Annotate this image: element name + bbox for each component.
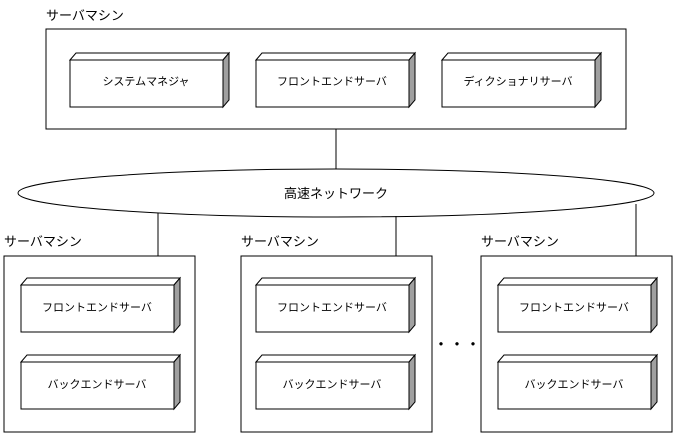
lower-component-frontend-server: フロントエンドサーバ: [254, 276, 417, 334]
lower-component-label: フロントエンドサーバ: [42, 301, 152, 314]
lower-component-label: バックエンドサーバ: [283, 378, 382, 391]
lower-component-label: バックエンドサーバ: [525, 378, 624, 391]
lower-component-backend-server: バックエンドサーバ: [254, 353, 417, 411]
top-component-frontend-server: フロントエンドサーバ: [254, 51, 417, 109]
ellipsis: ・・・: [433, 335, 481, 354]
top-component-label: フロントエンドサーバ: [277, 75, 387, 88]
high-speed-network: [17, 168, 655, 218]
lower-machine-label: サーバマシン: [241, 235, 319, 250]
top-component-system-manager: システムマネジャ: [68, 51, 231, 109]
lower-component-frontend-server: フロントエンドサーバ: [19, 276, 182, 334]
network-label: 高速ネットワーク: [284, 186, 388, 202]
lower-component-frontend-server: フロントエンドサーバ: [496, 276, 659, 334]
lower-machine-label: サーバマシン: [481, 235, 559, 250]
lower-component-label: フロントエンドサーバ: [277, 301, 387, 314]
top-component-label: システムマネジャ: [102, 75, 189, 88]
lower-component-backend-server: バックエンドサーバ: [19, 353, 182, 411]
top-component-dictionary-server: ディクショナリサーバ: [440, 51, 603, 109]
top-component-label: ディクショナリサーバ: [463, 74, 572, 88]
top-machine-label: サーバマシン: [46, 9, 124, 24]
lower-component-backend-server: バックエンドサーバ: [496, 353, 659, 411]
lower-component-label: バックエンドサーバ: [48, 378, 147, 391]
lower-machine-label: サーバマシン: [4, 235, 82, 250]
lower-component-label: フロントエンドサーバ: [519, 301, 629, 314]
